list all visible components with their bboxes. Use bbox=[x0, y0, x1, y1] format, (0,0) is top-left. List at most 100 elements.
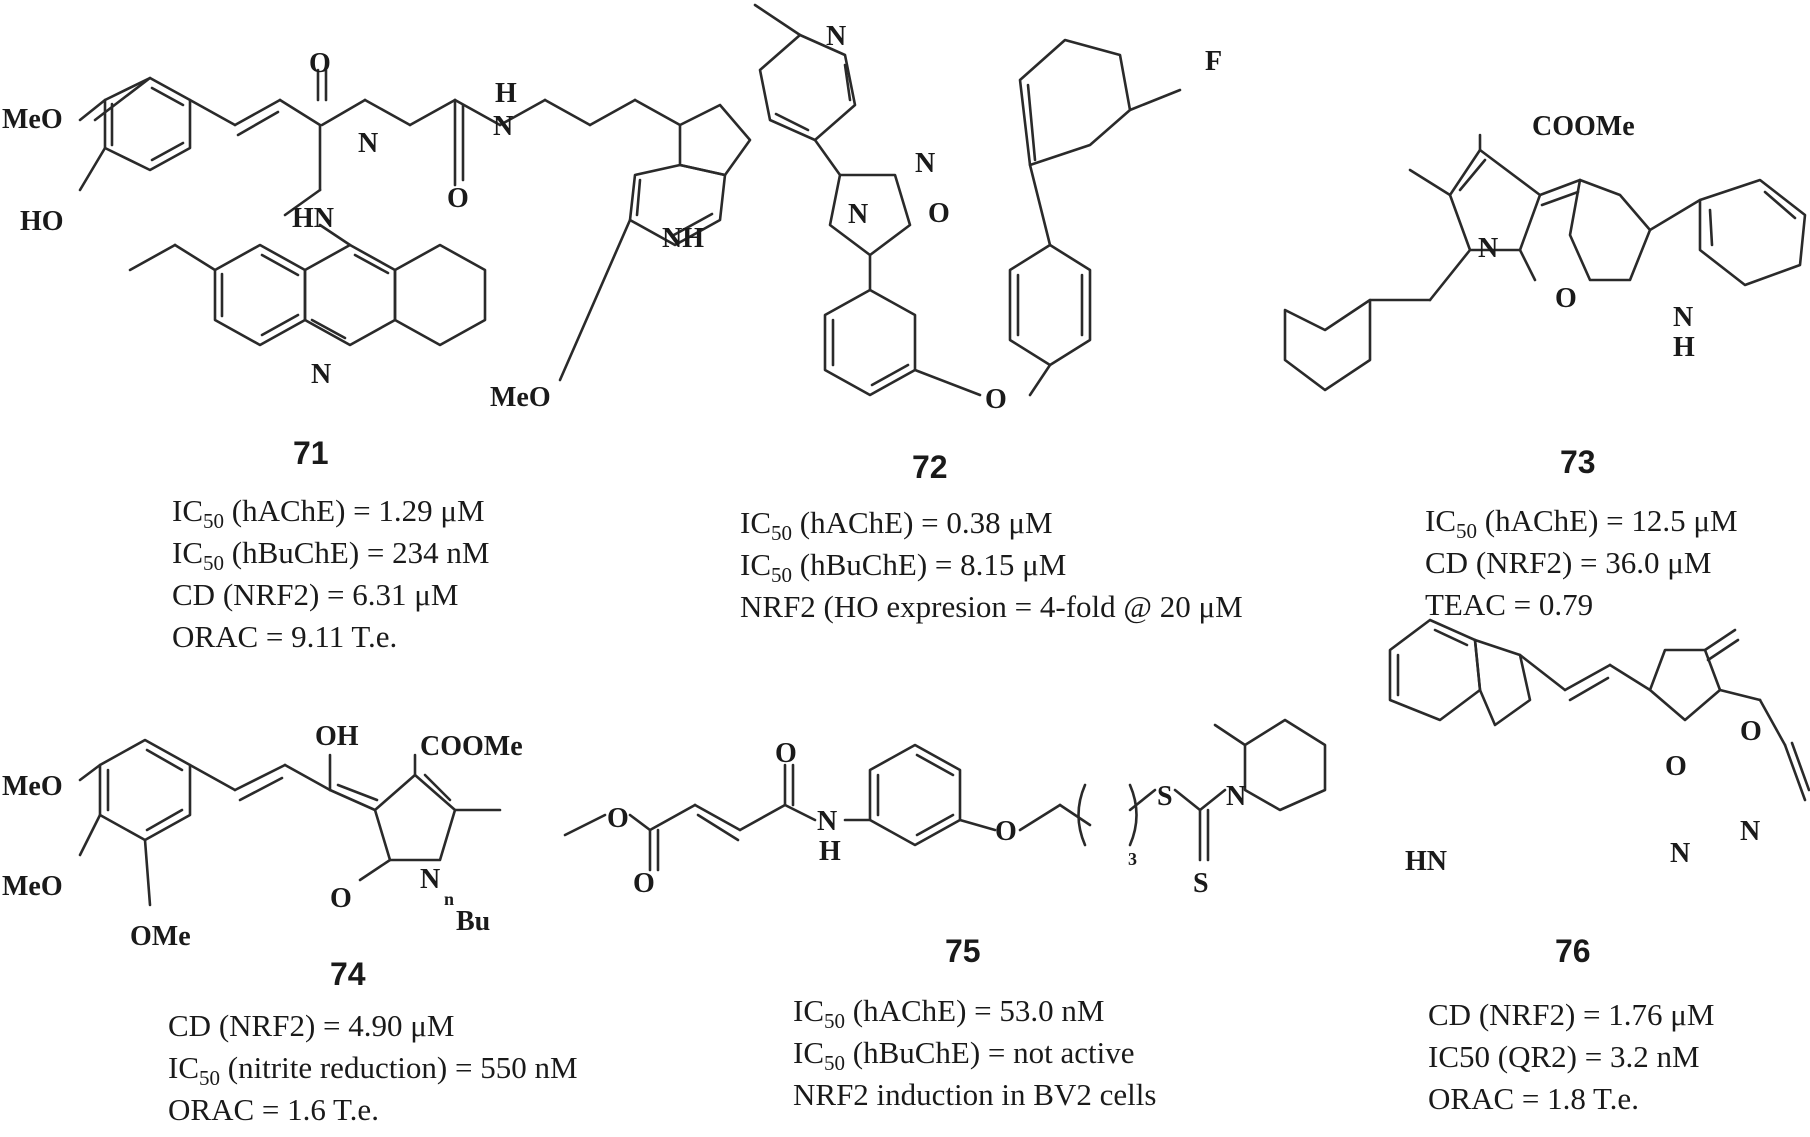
compound-73-pyrrolinone-ring bbox=[1448, 148, 1542, 252]
compound-76-indole-benzo-ring bbox=[1388, 618, 1482, 722]
compound-72-label: 72 bbox=[912, 449, 948, 485]
compound-74-prop-line: ORAC = 1.6 T.e. bbox=[168, 1092, 379, 1127]
compound-75-atom-o-ether: O bbox=[995, 816, 1017, 847]
compound-73-indole-ring bbox=[1568, 178, 1652, 282]
compound-76-prop-line: ORAC = 1.8 T.e. bbox=[1428, 1081, 1639, 1116]
compound-75-piperidine-ring bbox=[1243, 718, 1327, 812]
compound-74-atom-n: N bbox=[420, 864, 440, 895]
compound-74-pyrrolinone-ring bbox=[373, 773, 457, 862]
compound-75-prop-line: IC50 (hBuChE) = not active bbox=[793, 1035, 1135, 1075]
compound-73-atom-n: N bbox=[1478, 233, 1498, 264]
compound-76-atom-hn: HN bbox=[1405, 846, 1447, 877]
compound-75-prop-line: IC50 (hAChE) = 53.0 nM bbox=[793, 993, 1105, 1033]
compound-75-properties: IC50 (hAChE) = 53.0 nM IC50 (hBuChE) = n… bbox=[793, 990, 1156, 1116]
compound-71-prop-line: CD (NRF2) = 6.31 μM bbox=[172, 577, 459, 612]
compound-72-properties: IC50 (hAChE) = 0.38 μM IC50 (hBuChE) = 8… bbox=[740, 502, 1243, 628]
compound-76-structure: O O HN N N 76 bbox=[1388, 618, 1810, 969]
compound-72-atom-n1-oxadiazole: N bbox=[915, 148, 935, 179]
compound-74-prop-line: CD (NRF2) = 4.90 μM bbox=[168, 1008, 455, 1043]
compound-74-atom-meo-1: MeO bbox=[2, 771, 63, 802]
compound-76-atom-n1: N bbox=[1740, 816, 1760, 847]
compound-72-atom-n2-oxadiazole: N bbox=[848, 199, 868, 230]
compound-74-properties: CD (NRF2) = 4.90 μM IC50 (nitrite reduct… bbox=[168, 1005, 578, 1131]
compound-71-atom-o-amide: O bbox=[447, 183, 469, 214]
compound-71-atom-meo-indole: MeO bbox=[490, 382, 551, 413]
compound-71-prop-line: IC50 (hBuChE) = 234 nM bbox=[172, 535, 490, 575]
compound-74-atom-coome: COOMe bbox=[420, 731, 523, 762]
compound-71-atom-nh-indole: NH bbox=[662, 223, 704, 254]
compound-72-fluorophenyl-ring bbox=[1018, 38, 1132, 167]
compound-76-oxadiazolone-ring bbox=[1648, 648, 1722, 722]
compound-71-label: 71 bbox=[293, 435, 329, 471]
compound-73-label: 73 bbox=[1560, 444, 1596, 480]
compound-72-atom-n-pyridine: N bbox=[826, 21, 846, 52]
compound-72-atom-o-oxadiazole: O bbox=[928, 198, 950, 229]
compound-76-indole-pyrrole-ring bbox=[1473, 638, 1532, 727]
compound-73-atom-o: O bbox=[1555, 283, 1577, 314]
compound-76-prop-line: CD (NRF2) = 1.76 μM bbox=[1428, 997, 1715, 1032]
compound-75-atom-o-ester: O bbox=[607, 803, 629, 834]
compound-73-properties: IC50 (hAChE) = 12.5 μM CD (NRF2) = 36.0 … bbox=[1425, 500, 1738, 626]
compound-74-atom-n-prefix: n bbox=[444, 889, 454, 909]
compound-72-oxadiazole-ring bbox=[828, 173, 912, 257]
compound-73-atom-coome: COOMe bbox=[1532, 111, 1635, 142]
compound-76-atom-o-carbonyl: O bbox=[1740, 716, 1762, 747]
compound-72-atom-o-ether: O bbox=[985, 384, 1007, 415]
compound-71-atom-o-carbonyl: O bbox=[309, 48, 331, 79]
compound-71-aryl-ring bbox=[103, 76, 192, 172]
compound-74-atom-ome: OMe bbox=[130, 921, 191, 952]
compound-75-atom-o-amide: O bbox=[775, 738, 797, 769]
compound-75-structure: O O O N H O S N 3 S 75 bbox=[563, 718, 1327, 969]
compound-76-atom-n2: N bbox=[1670, 838, 1690, 869]
compound-75-atom-n-piperidine: N bbox=[1226, 781, 1246, 812]
compound-71-atom-nh-n: N bbox=[493, 111, 513, 142]
compound-75-atom-chain-count: 3 bbox=[1128, 849, 1137, 869]
compound-75-atom-n: N bbox=[817, 806, 837, 837]
compound-71-atom-ho: HO bbox=[20, 206, 64, 237]
compound-75-prop-line: NRF2 induction in BV2 cells bbox=[793, 1077, 1157, 1112]
compound-73-atom-n-indole: N bbox=[1673, 302, 1693, 333]
compound-73-prop-line: CD (NRF2) = 36.0 μM bbox=[1425, 545, 1712, 580]
compound-72-atom-f: F bbox=[1205, 46, 1222, 77]
compound-71-atom-n-amide: N bbox=[358, 128, 378, 159]
compound-73-structure: COOMe N O N H 73 bbox=[1283, 111, 1807, 480]
compound-71-structure: O MeO HO N H N O HN NH N MeO 71 bbox=[2, 48, 752, 471]
compound-75-phenyl-ring bbox=[868, 743, 962, 847]
compound-73-prop-line: TEAC = 0.79 bbox=[1425, 587, 1594, 622]
compound-76-prop-line: IC50 (QR2) = 3.2 nM bbox=[1428, 1039, 1700, 1074]
compound-75-atom-s-thione: S bbox=[1193, 868, 1209, 899]
compound-74-prop-line: IC50 (nitrite reduction) = 550 nM bbox=[168, 1050, 578, 1090]
compound-76-properties: CD (NRF2) = 1.76 μM IC50 (QR2) = 3.2 nM … bbox=[1428, 994, 1714, 1120]
compound-72-phenyl-ring bbox=[823, 288, 917, 397]
compound-73-phenyl-ring bbox=[1283, 298, 1372, 392]
compound-73-atom-h: H bbox=[1673, 332, 1695, 363]
compound-72-prop-line: IC50 (hBuChE) = 8.15 μM bbox=[740, 547, 1067, 587]
compound-75-label: 75 bbox=[945, 933, 981, 969]
compound-74-structure: OH COOMe MeO MeO O N n Bu OMe 74 bbox=[2, 721, 523, 992]
compound-74-atom-bu: Bu bbox=[456, 906, 490, 937]
compound-71-properties: IC50 (hAChE) = 1.29 μM IC50 (hBuChE) = 2… bbox=[172, 490, 489, 658]
compound-72-prop-line: NRF2 (HO expresion = 4-fold @ 20 μM bbox=[740, 589, 1243, 624]
compound-74-atom-oh: OH bbox=[315, 721, 359, 752]
compound-71-atom-h: H bbox=[495, 78, 517, 109]
compound-76-label: 76 bbox=[1555, 933, 1591, 969]
compound-72-prop-line: IC50 (hAChE) = 0.38 μM bbox=[740, 505, 1053, 545]
compound-71-atom-hn: HN bbox=[292, 203, 334, 234]
compound-72-benzyl-ring bbox=[1008, 243, 1092, 367]
compound-71-prop-line: IC50 (hAChE) = 1.29 μM bbox=[172, 493, 485, 533]
compound-71-indole-ring bbox=[678, 103, 752, 177]
compound-76-atom-o-ring: O bbox=[1665, 751, 1687, 782]
compound-71-atom-n-acridine: N bbox=[311, 359, 331, 390]
compound-71-acridine-ring bbox=[213, 243, 307, 347]
compound-74-label: 74 bbox=[330, 956, 366, 992]
compound-71-prop-line: ORAC = 9.11 T.e. bbox=[172, 619, 398, 654]
compound-72-structure: N F N O N O 72 bbox=[753, 3, 1222, 485]
compound-75-atom-h: H bbox=[819, 836, 841, 867]
compound-74-atom-o: O bbox=[330, 883, 352, 914]
compound-73-prop-line: IC50 (hAChE) = 12.5 μM bbox=[1425, 503, 1738, 543]
compound-75-atom-o-ester-carbonyl: O bbox=[633, 868, 655, 899]
compound-71-atom-meo: MeO bbox=[2, 104, 63, 135]
compound-74-atom-meo-2: MeO bbox=[2, 871, 63, 902]
compound-75-atom-s-thioether: S bbox=[1157, 781, 1173, 812]
compound-74-trimethoxyphenyl-ring bbox=[98, 738, 192, 842]
